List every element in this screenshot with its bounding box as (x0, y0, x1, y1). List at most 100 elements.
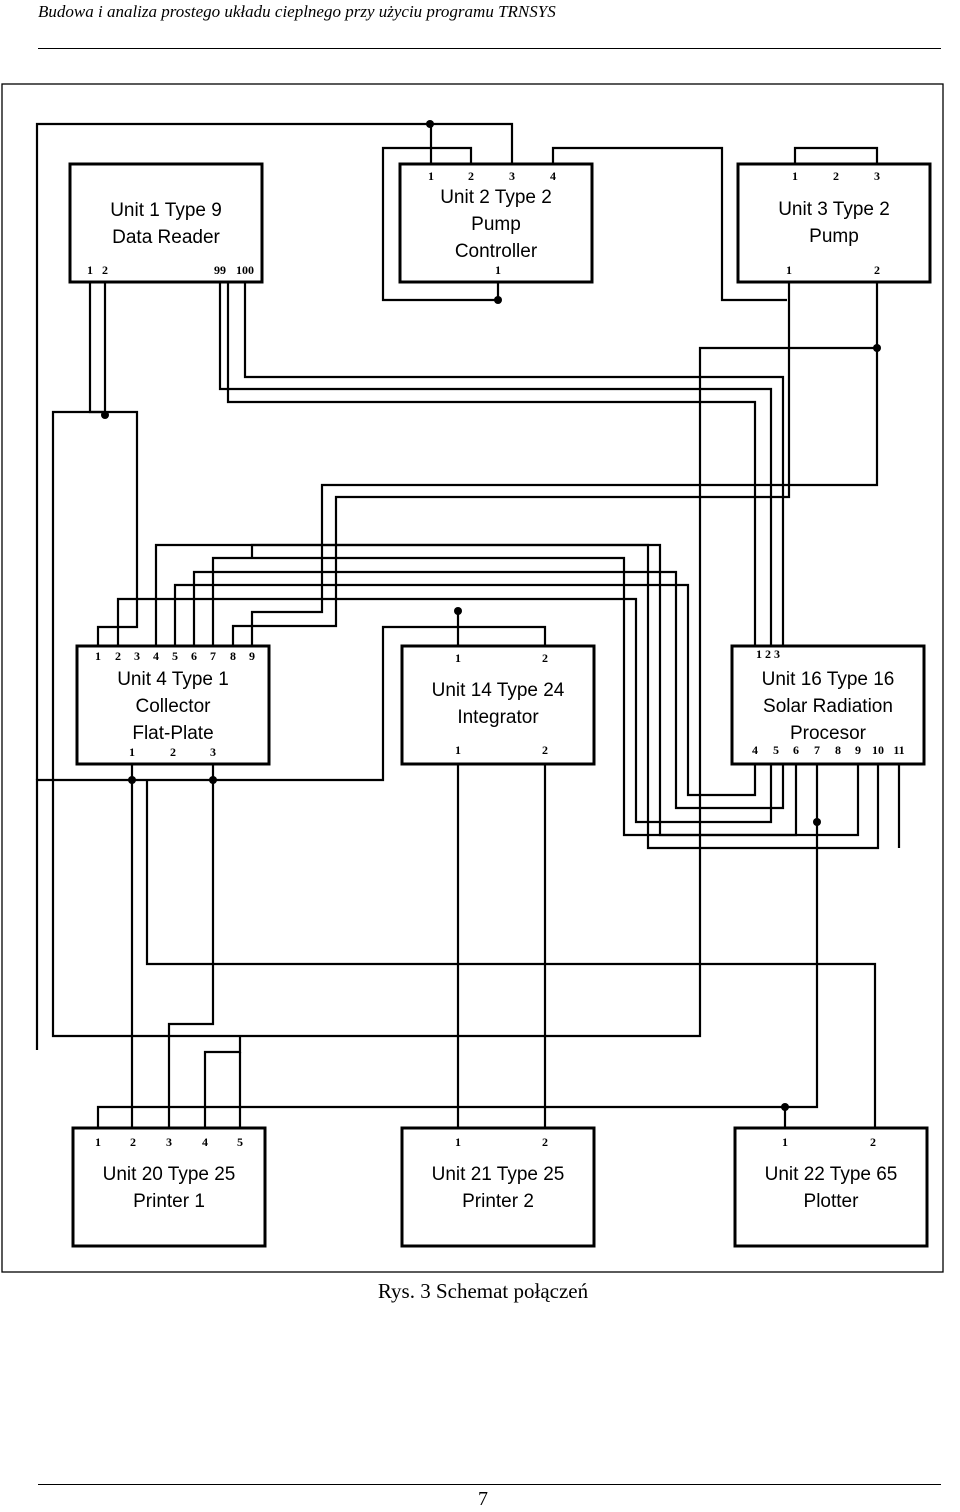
header-rule (38, 48, 941, 49)
unit-label: Collector (136, 696, 212, 717)
pin-label: 11 (893, 743, 904, 757)
unit-label: Solar Radiation (763, 696, 893, 717)
pin-label: 3 (874, 169, 880, 183)
unit-box-frame (398, 162, 594, 284)
pin-label: 1 (786, 263, 792, 277)
unit-label: Data Reader (112, 227, 220, 248)
wire (192, 282, 785, 810)
pin-label: 99 (214, 263, 226, 277)
wires (35, 122, 901, 1128)
pin-label: 1 (455, 1135, 461, 1149)
unit-label: Unit 4 Type 1 (117, 669, 229, 690)
wire (551, 146, 787, 302)
page-number: 7 (478, 1488, 488, 1510)
wire (96, 410, 139, 646)
pin-label: 2 (542, 1135, 548, 1149)
figure-frame (1, 83, 944, 1273)
pin-label: 2 (874, 263, 880, 277)
unit-box-frame (736, 162, 932, 284)
pin-label: 1 (495, 263, 501, 277)
footer-rule (38, 1484, 941, 1485)
pin-label: 2 (130, 1135, 136, 1149)
junction-dot (128, 776, 136, 784)
pin-label: 2 (870, 1135, 876, 1149)
pin-label: 7 (210, 649, 216, 663)
pin-label: 8 (230, 649, 236, 663)
unit-label: Controller (455, 241, 538, 262)
wire (145, 780, 877, 1128)
unit-label: Unit 16 Type 16 (762, 669, 895, 690)
wire (167, 764, 215, 1128)
unit-label: Integrator (457, 707, 539, 728)
unit-label: Unit 14 Type 24 (432, 680, 565, 701)
wire (35, 122, 514, 780)
junction-dot (426, 120, 434, 128)
pin-label: 8 (835, 743, 841, 757)
pin-label: 3 (210, 745, 216, 759)
pin-label: 4 (153, 649, 159, 663)
wire (203, 1036, 242, 1128)
junction-dot (781, 1103, 789, 1111)
unit-label: Plotter (804, 1191, 860, 1212)
pin-label: 9 (855, 743, 861, 757)
pin-label: 2 (170, 745, 176, 759)
pin-label: 5 (773, 743, 779, 757)
junction-dot (494, 296, 502, 304)
pin-label: 1 (428, 169, 434, 183)
wire (96, 1105, 785, 1128)
wire (211, 556, 798, 837)
running-head: Budowa i analiza prostego układu cieplne… (38, 2, 556, 21)
wire (154, 543, 860, 837)
pin-label: 1 (782, 1135, 788, 1149)
unit-label: Flat-Plate (132, 723, 213, 744)
unit-label: Procesor (790, 723, 867, 744)
unit-box-frame (75, 644, 271, 766)
junction-dot (454, 607, 462, 615)
pin-label: 5 (172, 649, 178, 663)
wire (116, 282, 773, 824)
unit-label: Unit 3 Type 2 (778, 199, 890, 220)
unit-box-u22: Unit 22 Type 65 Plotter 1 2 (733, 1126, 929, 1248)
wire (458, 625, 547, 646)
unit-label: Unit 20 Type 25 (103, 1164, 236, 1185)
pin-label: 1 2 3 (756, 647, 780, 661)
pin-label: 10 (872, 743, 884, 757)
pin-label: 2 (115, 649, 121, 663)
pin-label: 1 (95, 649, 101, 663)
unit-label: Unit 22 Type 65 (765, 1164, 898, 1185)
unit-label: Unit 1 Type 9 (110, 200, 222, 221)
wire (226, 282, 757, 646)
pin-label: 1 (87, 263, 93, 277)
pin-label: 1 (455, 651, 461, 665)
unit-label: Unit 21 Type 25 (432, 1164, 565, 1185)
pin-label: 4 (752, 743, 758, 757)
pin-label: 3 (134, 649, 140, 663)
figure-caption: Rys. 3 Schemat połączeń (377, 1279, 589, 1303)
pin-label: 3 (166, 1135, 172, 1149)
unit-box-frame (730, 644, 926, 766)
pin-label: 2 (542, 651, 548, 665)
unit-box-frame (400, 644, 596, 766)
pin-label: 2 (833, 169, 839, 183)
pin-label: 1 (792, 169, 798, 183)
junction-dot (209, 776, 217, 784)
pin-label: 4 (202, 1135, 208, 1149)
pin-label: 2 (542, 743, 548, 757)
pin-label: 9 (249, 649, 255, 663)
junction-dot (873, 344, 881, 352)
unit-box-frame (400, 1126, 596, 1248)
wire (793, 146, 879, 164)
wire (783, 764, 819, 1128)
unit-label: Printer 1 (133, 1191, 205, 1212)
wire (88, 282, 107, 414)
wire (231, 282, 791, 646)
